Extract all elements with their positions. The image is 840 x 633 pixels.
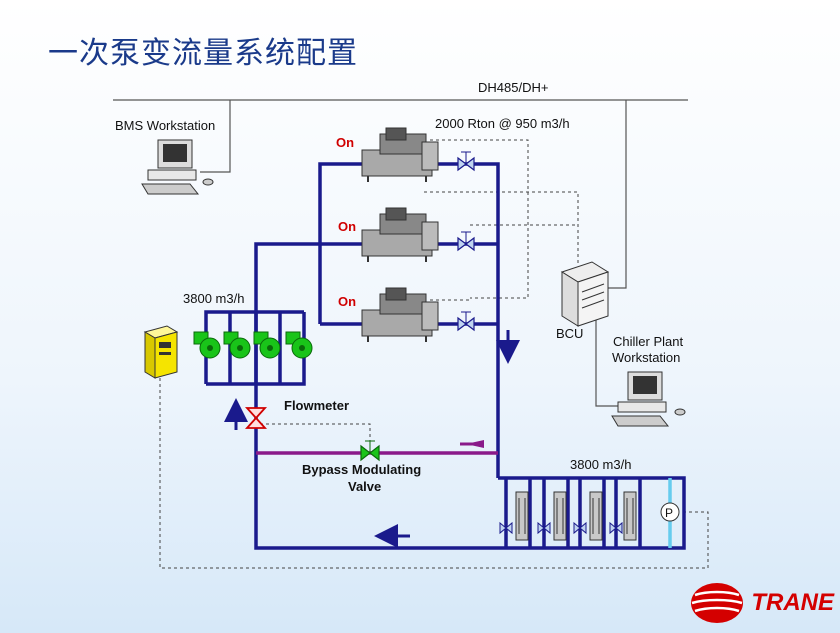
- bcu-bus-drop: [608, 100, 627, 289]
- chiller-workstation-label-2: Workstation: [612, 350, 680, 365]
- flowmeter-valve-icon[interactable]: [244, 407, 268, 429]
- chiller-3[interactable]: [361, 287, 439, 342]
- load-coil-1[interactable]: [515, 491, 529, 541]
- bypass-label-1: Bypass Modulating: [302, 462, 421, 477]
- chiller-valve-3[interactable]: [457, 311, 475, 332]
- trane-logo: TRANE: [689, 581, 834, 625]
- chiller-workstation-label-1: Chiller Plant: [613, 334, 683, 349]
- flow-arrows: [224, 330, 520, 548]
- pump-1[interactable]: [193, 331, 221, 359]
- bms-bus-drop: [200, 100, 231, 173]
- pump-3[interactable]: [253, 331, 281, 359]
- bypass-valve-icon[interactable]: [360, 440, 380, 462]
- trane-globe-icon: [691, 583, 744, 623]
- load-coil-3[interactable]: [589, 491, 603, 541]
- chiller-workstation-computer-icon[interactable]: [611, 371, 686, 427]
- bms-workstation-computer-icon[interactable]: [141, 139, 214, 195]
- load-coil-2[interactable]: [553, 491, 567, 541]
- bcu-cabinet-icon[interactable]: [560, 261, 610, 327]
- pressure-sensor-symbol: P: [665, 506, 673, 520]
- load-valve-2[interactable]: [537, 521, 551, 535]
- pump-flow-label: 3800 m3/h: [183, 291, 244, 306]
- chiller-2-status: On: [338, 219, 356, 234]
- chiller-1[interactable]: [361, 127, 439, 182]
- chiller-1-status: On: [336, 135, 354, 150]
- bms-workstation-label: BMS Workstation: [115, 118, 215, 133]
- chiller-2[interactable]: [361, 207, 439, 262]
- trane-brand-text: TRANE: [751, 589, 834, 616]
- pump-4[interactable]: [285, 331, 313, 359]
- chiller-capacity-label: 2000 Rton @ 950 m3/h: [435, 116, 570, 131]
- slide-title: 一次泵变流量系统配置: [48, 36, 358, 71]
- load-coil-4[interactable]: [623, 491, 637, 541]
- flowmeter-label: Flowmeter: [284, 398, 349, 413]
- pressure-sensor-icon[interactable]: P: [660, 502, 680, 522]
- chiller-valve-1[interactable]: [457, 151, 475, 172]
- load-flow-label: 3800 m3/h: [570, 457, 631, 472]
- chiller-3-status: On: [338, 294, 356, 309]
- bypass-label-2: Valve: [348, 479, 381, 494]
- network-bus-label: DH485/DH+: [478, 80, 548, 95]
- pump-2[interactable]: [223, 331, 251, 359]
- load-valve-1[interactable]: [499, 521, 513, 535]
- workstation-link: [595, 320, 624, 407]
- load-valve-3[interactable]: [573, 521, 587, 535]
- load-valve-4[interactable]: [609, 521, 623, 535]
- bcu-label: BCU: [556, 326, 583, 341]
- vfd-cabinet-icon[interactable]: [143, 325, 179, 379]
- chiller-valve-2[interactable]: [457, 231, 475, 252]
